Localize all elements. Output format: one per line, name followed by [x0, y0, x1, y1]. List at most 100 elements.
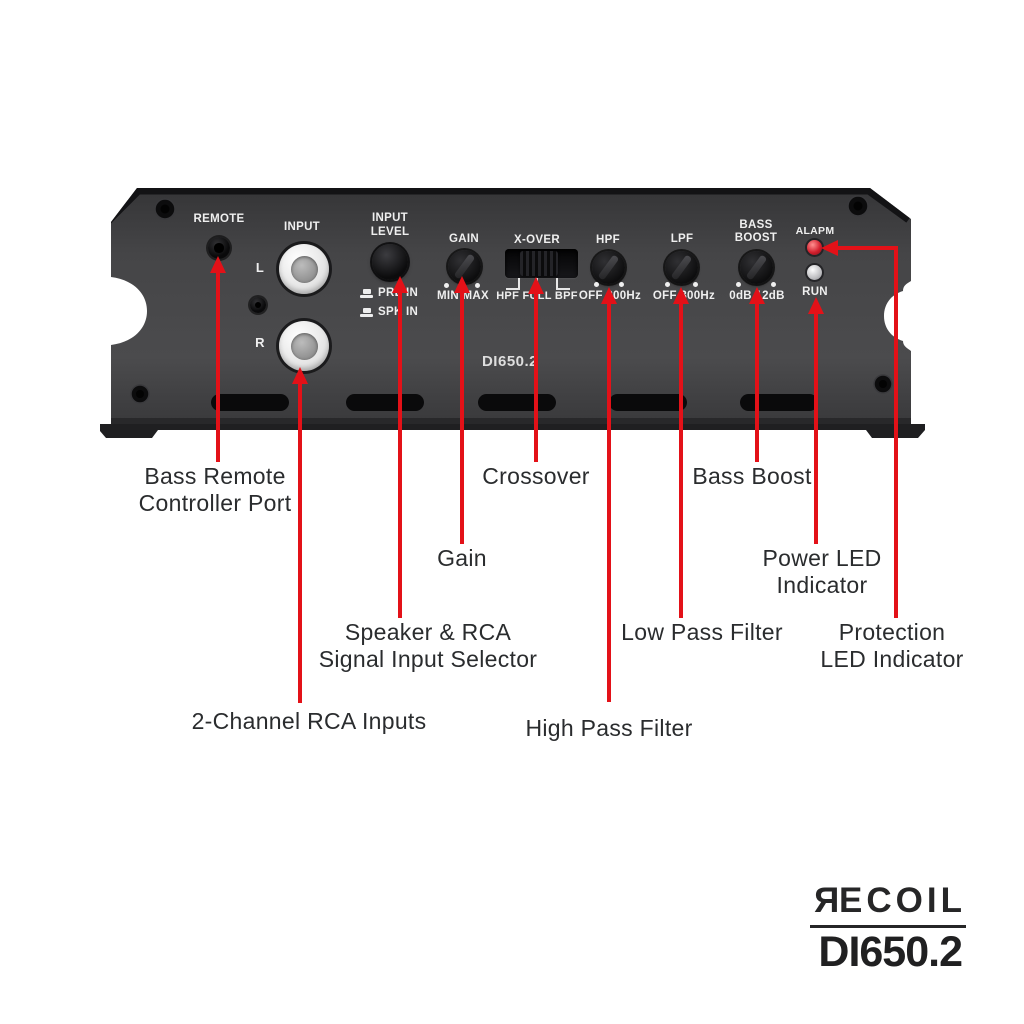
gain-max-dot	[475, 283, 480, 288]
callout-low-pass: Low Pass Filter	[621, 619, 783, 646]
panel-model-label: DI650.2	[481, 353, 539, 370]
brand-reversed-letter: R	[809, 881, 840, 920]
arrow-up-icon	[392, 276, 408, 293]
lpf-label: LPF	[670, 233, 694, 245]
button-in-icon	[360, 307, 373, 317]
spk-in-row: SPK IN	[360, 306, 418, 318]
button-out-icon	[360, 288, 373, 298]
xover-switch[interactable]	[520, 251, 558, 276]
rca-input-right[interactable]	[279, 321, 329, 371]
alarm-led	[807, 240, 822, 255]
remote-label: REMOTE	[193, 213, 245, 225]
chassis-base	[100, 424, 925, 438]
callout-text: Protection	[838, 619, 946, 645]
arrow-up-icon	[292, 367, 308, 384]
callout-text: 2-Channel RCA Inputs	[191, 708, 427, 734]
callout-bass-boost: Bass Boost	[692, 463, 811, 490]
channel-right-label: R	[255, 335, 265, 350]
pre-in-row: PRE IN	[360, 287, 418, 299]
callout-high-pass: High Pass Filter	[525, 715, 692, 742]
callout-line-protection-v	[894, 246, 898, 618]
callout-text: Speaker & RCA	[344, 619, 512, 645]
alarm-led-label: ALAPM	[795, 225, 835, 237]
callout-text: Gain	[437, 545, 487, 571]
callout-protection-led: Protection LED Indicator	[820, 619, 963, 673]
lpf-knob[interactable]	[665, 251, 698, 284]
input-level-button[interactable]	[372, 244, 408, 280]
run-led-label: RUN	[802, 286, 828, 298]
callout-text: Bass Remote	[144, 463, 286, 489]
hpf-off-dot	[594, 282, 599, 287]
callout-text: LED Indicator	[820, 646, 964, 672]
panel-screws	[130, 195, 893, 404]
arrow-left-icon	[821, 240, 838, 256]
arrow-up-icon	[808, 297, 824, 314]
callout-line-high-pass	[607, 303, 611, 702]
rca-input-left[interactable]	[279, 244, 329, 294]
remote-port-jack[interactable]	[208, 237, 230, 259]
callout-text: Bass Boost	[692, 463, 812, 489]
gain-label: GAIN	[449, 233, 479, 245]
arrow-up-icon	[528, 277, 544, 294]
arrow-up-icon	[673, 287, 689, 304]
callout-line-bass-remote	[216, 272, 220, 462]
channel-left-label: L	[255, 260, 265, 275]
bass-boost-knob[interactable]	[740, 251, 773, 284]
vent-slot	[609, 394, 687, 411]
callout-line-input-selector	[398, 292, 402, 618]
callout-text: Crossover	[482, 463, 590, 489]
input-level-label-line2: LEVEL	[370, 226, 410, 238]
brand-name: RECOIL	[809, 881, 966, 928]
callout-text: Controller Port	[138, 490, 292, 516]
brand-rest: ECOIL	[839, 881, 966, 920]
callout-line-low-pass	[679, 303, 683, 618]
screw-icon	[130, 384, 150, 404]
callout-line-power-led	[814, 313, 818, 544]
callout-line-crossover	[534, 293, 538, 462]
callout-line-protection-h	[836, 246, 898, 250]
vent-slot	[478, 394, 556, 411]
callout-text: Power LED	[762, 545, 882, 571]
lpf-max-dot	[693, 282, 698, 287]
vent-slot	[740, 394, 818, 411]
xover-label: X-OVER	[514, 234, 560, 246]
logo-model-number: DI650.2	[818, 928, 963, 976]
callout-speaker-rca: Speaker & RCA Signal Input Selector	[319, 619, 538, 673]
hpf-knob[interactable]	[592, 251, 625, 284]
input-level-label-line1: INPUT	[372, 212, 408, 224]
arrow-up-icon	[210, 256, 226, 273]
callout-gain: Gain	[437, 545, 487, 572]
brand-logo: RECOIL DI650.2	[809, 881, 966, 977]
callout-line-bass-boost	[755, 303, 759, 462]
bass-boost-label-line1: BASS	[739, 219, 773, 231]
screw-icon	[847, 195, 869, 217]
arrow-up-icon	[601, 287, 617, 304]
callout-text: Low Pass Filter	[621, 619, 783, 645]
vent-slot	[346, 394, 424, 411]
bass-boost-max-dot	[771, 282, 776, 287]
vent-slot	[211, 394, 289, 411]
bass-boost-min-dot	[736, 282, 741, 287]
callout-power-led: Power LED Indicator	[762, 545, 881, 599]
arrow-up-icon	[454, 276, 470, 293]
callout-line-rca-inputs	[298, 383, 302, 703]
screw-icon	[154, 198, 176, 220]
callout-line-gain	[460, 292, 464, 544]
run-led	[807, 265, 822, 280]
callout-text: Signal Input Selector	[318, 646, 538, 672]
bass-boost-label-line2: BOOST	[734, 232, 778, 244]
hpf-max-dot	[619, 282, 624, 287]
screw-icon	[873, 374, 893, 394]
gain-min-dot	[444, 283, 449, 288]
lpf-off-dot	[665, 282, 670, 287]
spk-in-label: SPK IN	[378, 306, 419, 318]
callout-crossover: Crossover	[482, 463, 590, 490]
callout-rca-inputs: 2-Channel RCA Inputs	[192, 708, 427, 735]
small-jack	[250, 297, 266, 313]
hpf-label: HPF	[596, 234, 620, 246]
input-label: INPUT	[284, 221, 320, 233]
arrow-up-icon	[749, 287, 765, 304]
callout-text: Indicator	[776, 572, 868, 598]
callout-bass-remote: Bass Remote Controller Port	[139, 463, 292, 517]
